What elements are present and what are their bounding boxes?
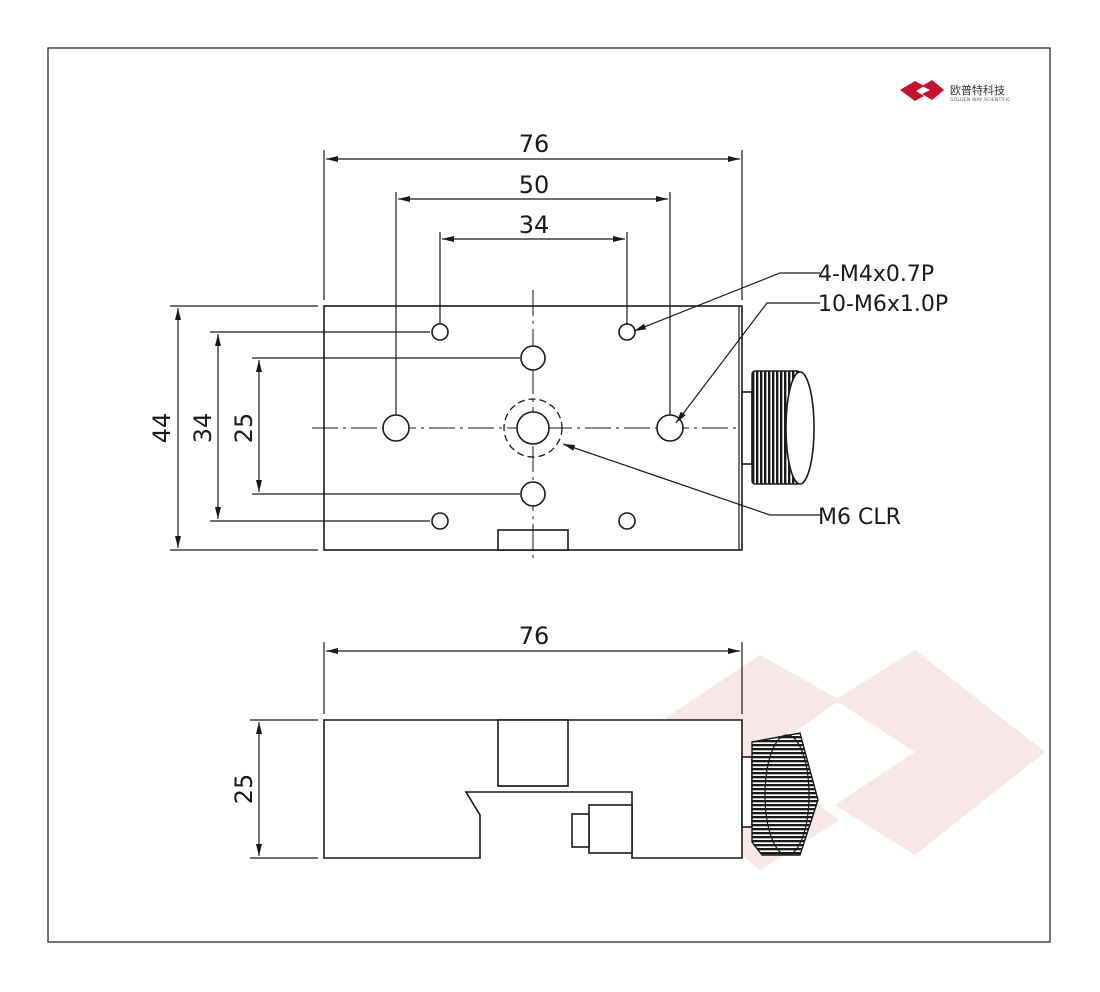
m6-hole (520, 345, 546, 371)
callout-leader-clr (562, 443, 820, 516)
brand-name-cn: 欧普特科技 (950, 83, 1005, 97)
dim-label-outer-holes: 50 (519, 171, 550, 199)
side-view-boss (497, 719, 569, 787)
brand-name-en: GOLDEN WAY SCIENTIFIC (950, 97, 1011, 103)
callout-leader-m6 (675, 302, 820, 424)
dim-label-side-width: 76 (519, 622, 550, 650)
m6-hole (382, 414, 410, 442)
callout-m4-tapped: 4-M4x0.7P (818, 262, 934, 287)
callout-m6-clearance: M6 CLR (818, 505, 901, 530)
callout-m6-tapped: 10-M6x1.0P (818, 292, 948, 317)
counterbore-circle (503, 398, 563, 458)
side-view-knob (741, 732, 819, 856)
dim-label-overall-width: 76 (519, 130, 550, 158)
top-view: 76 50 34 44 34 25 4-M4x0.7P 10-M6x1.0P M… (148, 130, 948, 562)
dim-label-side-height: 25 (230, 774, 258, 805)
m4-hole (618, 512, 636, 530)
brand-logo-mark-right (922, 80, 944, 100)
m4-hole (431, 323, 449, 341)
dim-label-height-holes: 34 (189, 413, 217, 444)
dim-label-height-center-holes: 25 (230, 413, 258, 444)
dim-label-inner-holes: 34 (519, 211, 550, 239)
m6-clearance-hole (516, 411, 550, 445)
brand-logo-mark-left (900, 81, 924, 101)
side-view-clamp-pin (571, 804, 633, 854)
brand-logo: 欧普特科技 GOLDEN WAY SCIENTIFIC (900, 80, 1011, 103)
dim-label-height-overall: 44 (148, 413, 176, 444)
callout-leader-m4 (633, 272, 820, 332)
m4-hole (431, 512, 449, 530)
top-view-knob (741, 370, 815, 485)
m6-hole (520, 481, 546, 507)
m4-hole (618, 323, 636, 341)
side-view: 76 25 (230, 622, 819, 859)
